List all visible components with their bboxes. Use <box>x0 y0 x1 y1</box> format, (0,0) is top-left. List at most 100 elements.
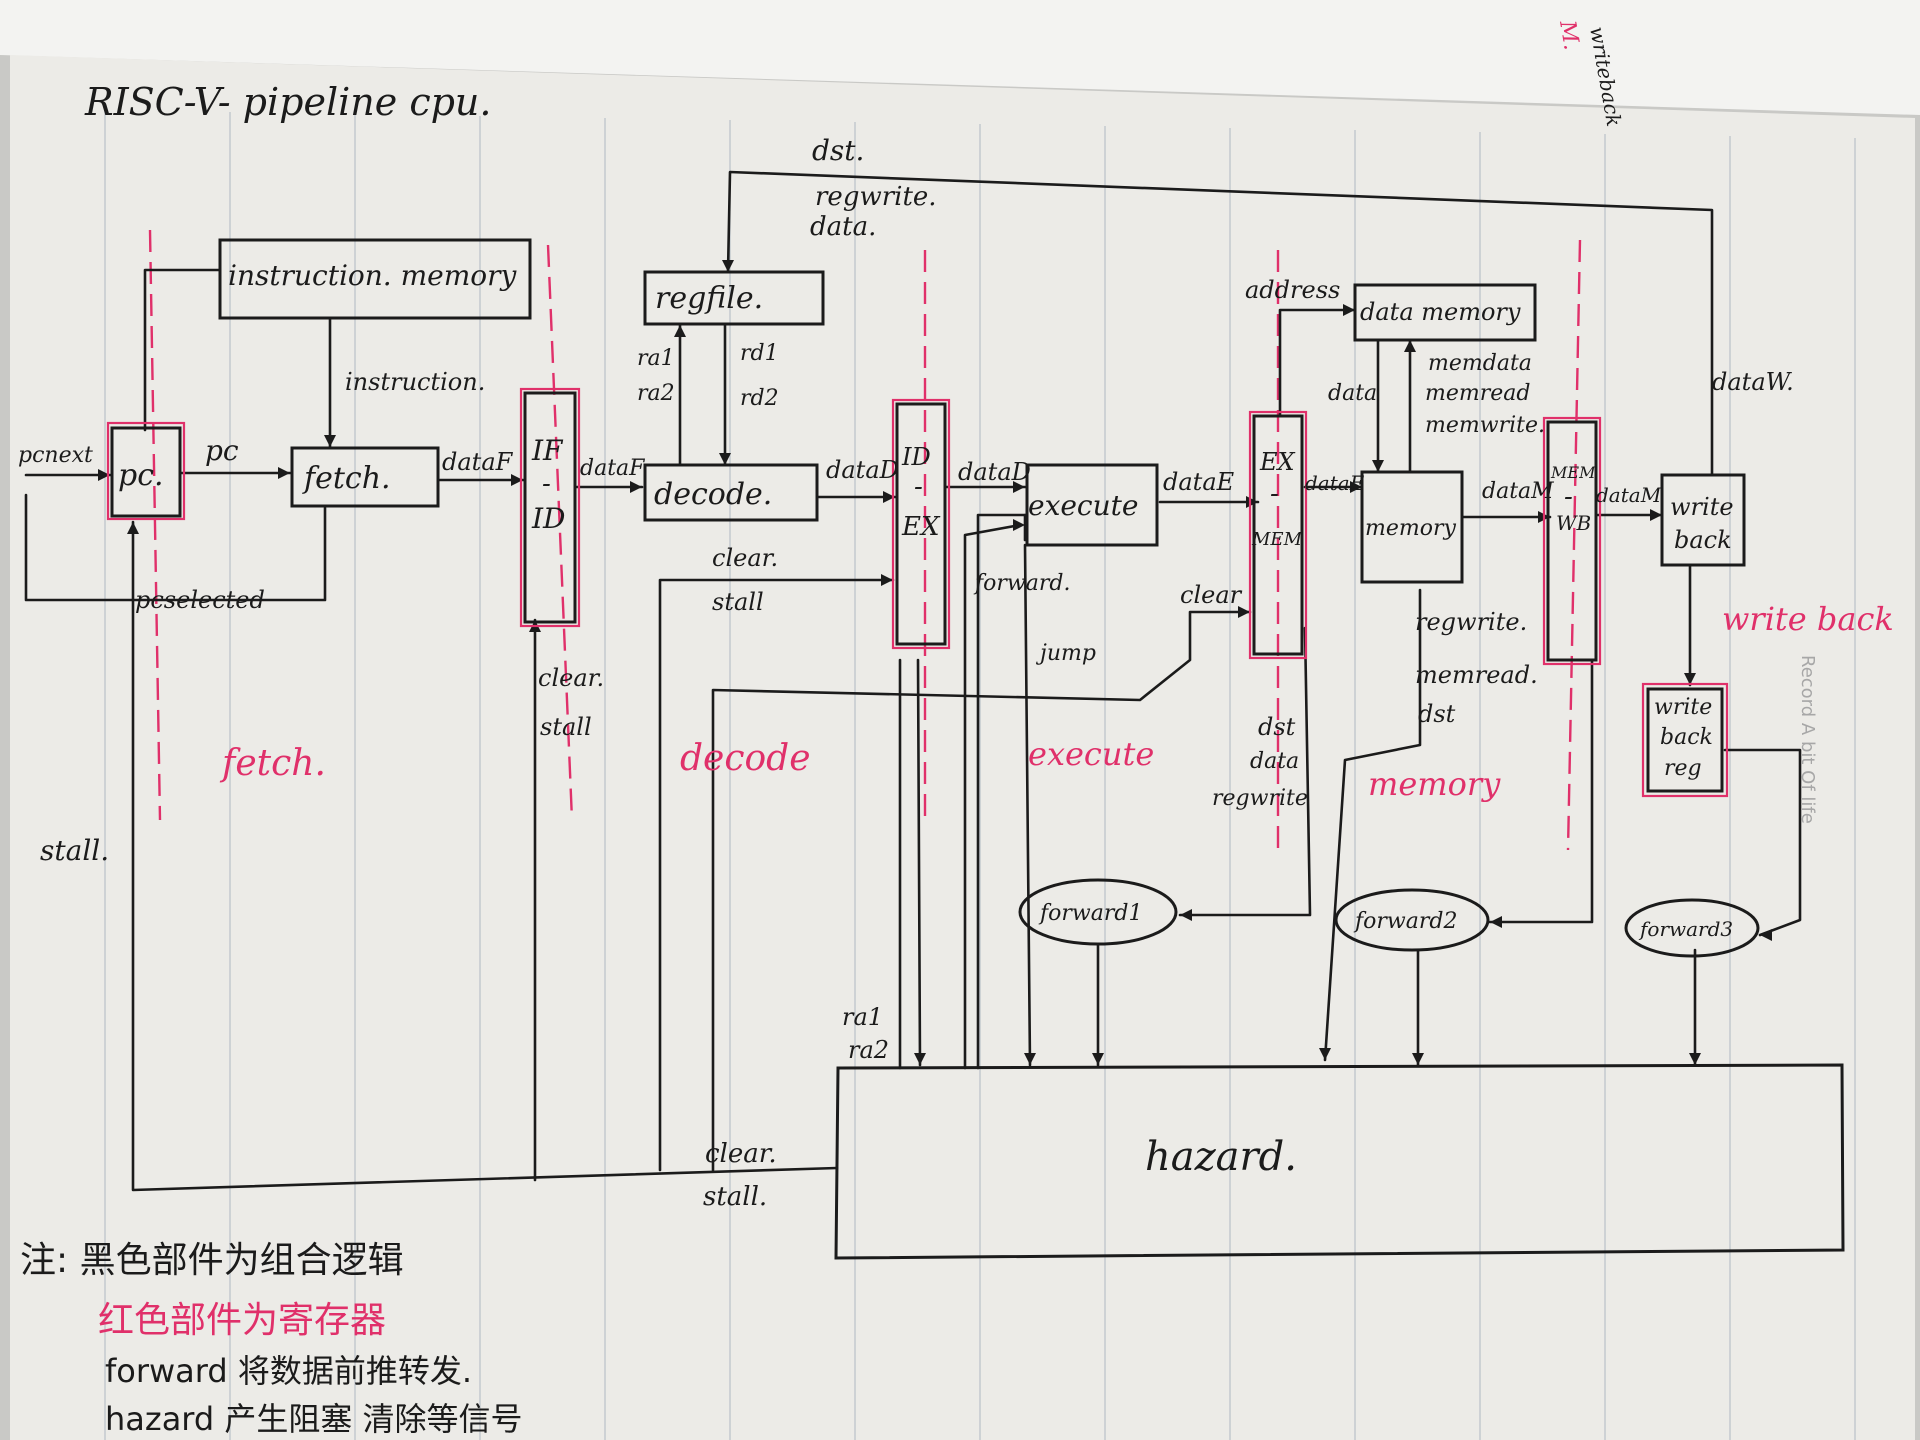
fetch-label: fetch. <box>302 461 391 496</box>
execute-label: execute <box>1028 489 1138 522</box>
forward1-label: forward1 <box>1038 901 1142 926</box>
dataD-label-1: dataD <box>826 456 899 484</box>
stall-left-label: stall. <box>40 834 109 867</box>
id-ex-register: ID - EX <box>891 398 951 650</box>
forward-label: forward. <box>973 571 1070 596</box>
execute-block: execute <box>1025 463 1159 547</box>
stage-fetch-label: fetch. <box>219 743 326 784</box>
address-label: address <box>1245 276 1340 304</box>
rd2-label: rd2 <box>740 386 779 411</box>
note-line-2: 红色部件为寄存器 <box>98 1300 386 1341</box>
forward3-unit: forward3 <box>1624 898 1760 958</box>
stage-labels: fetch. decode execute memory write back <box>219 600 1894 803</box>
hazard-stall-label: stall. <box>703 1182 767 1212</box>
write-back-block: write back <box>1660 473 1746 567</box>
wires <box>24 170 1802 1192</box>
pcselected-label: pcselected <box>135 586 265 614</box>
id-ex-top-label: ID <box>901 443 931 471</box>
stage-decode-label: decode <box>680 738 811 779</box>
top-red-fragment-text: M. <box>1554 18 1584 52</box>
write-back-label-2: back <box>1674 526 1732 554</box>
memory-block: memory <box>1360 470 1464 584</box>
fetch-block: fetch. <box>290 446 440 508</box>
svg-text:-: - <box>1564 482 1573 512</box>
if-id-bottom-label: ID <box>531 502 566 535</box>
ex-mem-top-label: EX <box>1259 448 1296 476</box>
hazard-label: hazard. <box>1145 1134 1297 1180</box>
data-memory-block: data memory <box>1353 283 1537 342</box>
hazard-unit: hazard. <box>834 1063 1845 1260</box>
hazard-ra1-label: ra1 <box>842 1003 883 1031</box>
decode-label: decode. <box>654 477 772 512</box>
instruction-label: instruction. <box>345 368 485 396</box>
hazard-clear-label: clear. <box>705 1139 777 1169</box>
instruction-memory-label: instruction. memory <box>228 259 518 292</box>
mem-regwrite-label: regwrite. <box>1415 608 1527 636</box>
decode-block: decode. <box>643 463 819 522</box>
note-line-3: forward 将数据前推转发. <box>105 1352 472 1390</box>
svg-text:-: - <box>1270 479 1279 509</box>
notebook-page <box>10 55 1915 1440</box>
dst-top-label: dst. <box>812 134 864 167</box>
ex-regwrite-label: regwrite <box>1212 786 1308 811</box>
wb-reg-label-1: write <box>1654 695 1712 720</box>
memory-label: memory <box>1365 516 1457 541</box>
dataF-label-1: dataF <box>442 448 514 476</box>
dataD-label-2: dataD <box>958 458 1031 486</box>
mem-wb-bottom-label: WB <box>1556 511 1591 535</box>
memwrite-label: memwrite. <box>1425 413 1545 438</box>
forward2-unit: forward2 <box>1334 888 1490 952</box>
pcnext-label: pcnext <box>18 443 93 468</box>
ruled-lines <box>104 110 1856 1440</box>
ex-dst-label: dst <box>1258 713 1296 741</box>
mem-wb-register: MEM - WB <box>1542 416 1602 666</box>
stage-execute-label: execute <box>1028 735 1154 773</box>
background-page <box>0 0 1920 115</box>
if-id-top-label: IF <box>531 434 564 467</box>
stall-label-1: stall <box>712 588 764 616</box>
ex-mem-bottom-label: MEM <box>1251 529 1303 550</box>
hazard-ra2-label: ra2 <box>848 1036 889 1064</box>
svg-text:-: - <box>914 472 923 502</box>
pc-signal-label: pc <box>205 434 239 467</box>
legend-notes: 注: 黑色部件为组合逻辑 红色部件为寄存器 forward 将数据前推转发. h… <box>20 1240 523 1438</box>
write-back-register: write back reg <box>1641 682 1729 798</box>
id-ex-bottom-label: EX <box>901 512 941 542</box>
dataE-label-2: dataE <box>1305 471 1365 495</box>
clear-label-3: clear <box>1180 581 1243 609</box>
if-id-register: IF - ID <box>519 387 581 628</box>
stage-separators <box>148 229 1582 851</box>
mem-memread-label: memread. <box>1415 661 1538 689</box>
forward1-unit: forward1 <box>1018 878 1178 946</box>
ra2-label: ra2 <box>637 381 675 406</box>
svg-text:-: - <box>542 469 551 499</box>
data-memory-label: data memory <box>1360 298 1521 326</box>
wb-reg-label-2: back <box>1660 725 1713 750</box>
data-top-label: data. <box>810 212 876 242</box>
stage-memory-label: memory <box>1368 765 1501 803</box>
instruction-memory-block: instruction. memory <box>218 238 532 320</box>
wb-reg-label-3: reg <box>1664 756 1702 781</box>
forward3-label: forward3 <box>1638 917 1733 941</box>
regfile-block: regfile. <box>643 270 825 326</box>
dataM-label-1: dataM <box>1482 479 1554 504</box>
signal-labels: pcnext pc pcselected instruction. dataF … <box>18 134 1794 1212</box>
rd1-label: rd1 <box>740 341 779 366</box>
ex-mem-register: EX - MEM <box>1248 410 1308 660</box>
memread-label: memread <box>1425 381 1530 406</box>
ra1-label: ra1 <box>637 346 675 371</box>
dataW-label: dataW. <box>1712 368 1794 396</box>
jump-label: jump <box>1035 641 1096 666</box>
diagram-title: RISC-V- pipeline cpu. <box>84 80 491 124</box>
data-mem-label: data <box>1328 381 1377 406</box>
stall-label-2: stall <box>540 713 592 741</box>
pc-label: pc. <box>118 458 164 493</box>
clear-label-2: clear. <box>538 664 604 692</box>
mem-dst-label: dst <box>1418 700 1456 728</box>
note-line-1: 注: 黑色部件为组合逻辑 <box>20 1240 404 1281</box>
clear-label-1: clear. <box>712 544 778 572</box>
ex-data-label: data <box>1250 749 1299 774</box>
note-line-4: hazard 产生阻塞 清除等信号 <box>105 1400 523 1438</box>
stage-write-back-label: write back <box>1722 600 1894 638</box>
